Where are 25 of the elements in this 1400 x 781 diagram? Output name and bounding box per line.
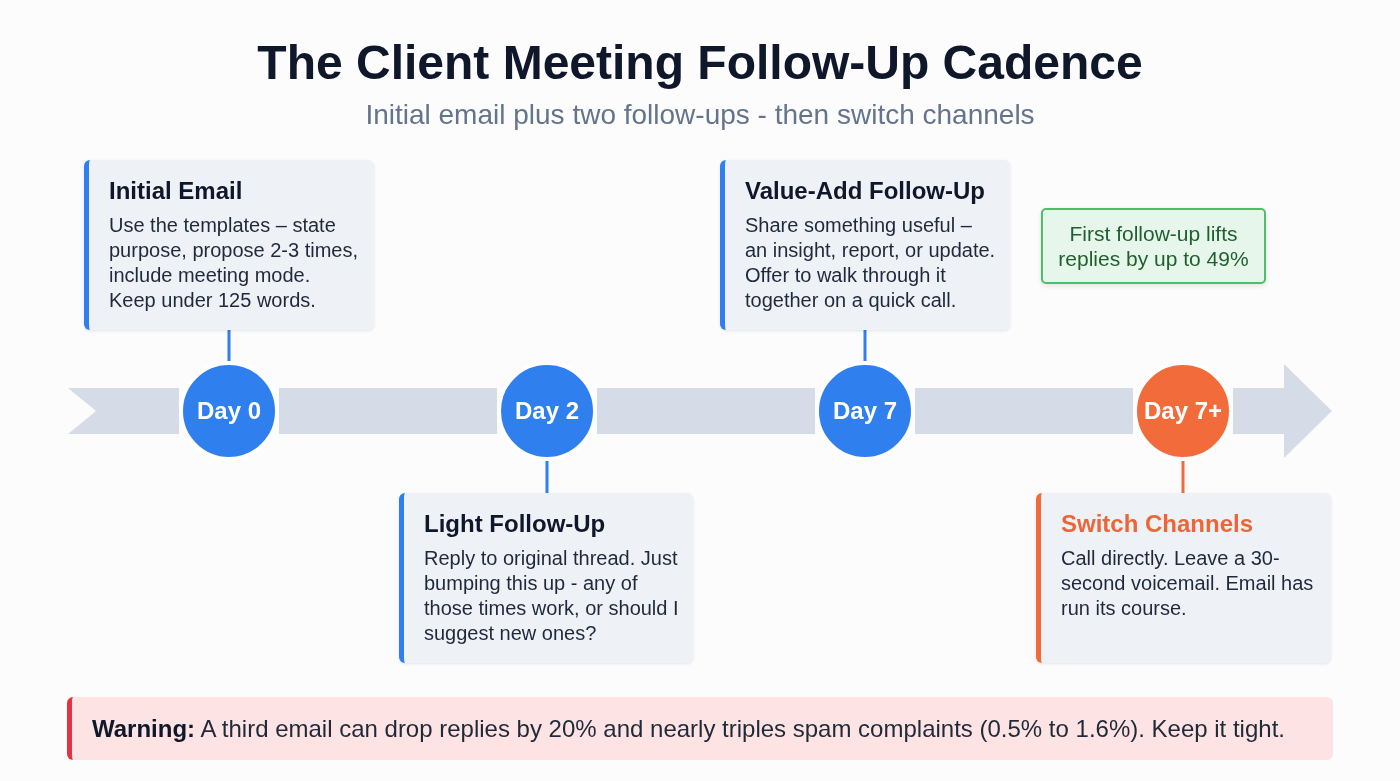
card-body: Use the templates – state purpose, propose 2-3 times, include meeting mode. Keep under 125 words. bbox=[109, 213, 360, 313]
connector-line bbox=[1181, 461, 1185, 493]
warning-banner: Warning: A third email can drop replies by 20% and nearly triples spam complaints (0.5% to 1.6%). Keep it tight. bbox=[67, 697, 1333, 760]
stat-callout: First follow-up lifts replies by up to 49% bbox=[1041, 208, 1266, 284]
connector-line bbox=[863, 330, 867, 361]
card-heading: Switch Channels bbox=[1061, 509, 1254, 539]
step-card bbox=[399, 493, 693, 663]
step-card bbox=[720, 160, 1010, 330]
connector-line bbox=[227, 330, 231, 361]
connector-line bbox=[545, 461, 549, 493]
timeline-arrow bbox=[1233, 364, 1332, 458]
card-body: Call directly. Leave a 30-second voicemail. Email has run its course. bbox=[1061, 546, 1315, 621]
card-heading: Light Follow-Up bbox=[424, 509, 606, 539]
subtitle: Initial email plus two follow-ups - then switch channels bbox=[365, 98, 1035, 132]
timeline-band bbox=[68, 388, 179, 434]
timeline-band bbox=[597, 388, 815, 434]
step-card bbox=[84, 160, 374, 330]
card-heading: Value-Add Follow-Up bbox=[745, 176, 985, 206]
card-heading: Initial Email bbox=[109, 176, 243, 206]
step-card bbox=[1036, 493, 1331, 663]
diagram-title: The Client Meeting Follow-Up Cadence bbox=[257, 35, 1143, 91]
card-body: Reply to original thread. Just bumping this up - any of those times work, or should I suggest new ones? bbox=[424, 546, 680, 646]
timeline-band bbox=[915, 388, 1133, 434]
timeline-band bbox=[279, 388, 497, 434]
card-body: Share something useful – an insight, report, or update. Offer to walk through it together on a quick call. bbox=[745, 213, 997, 313]
